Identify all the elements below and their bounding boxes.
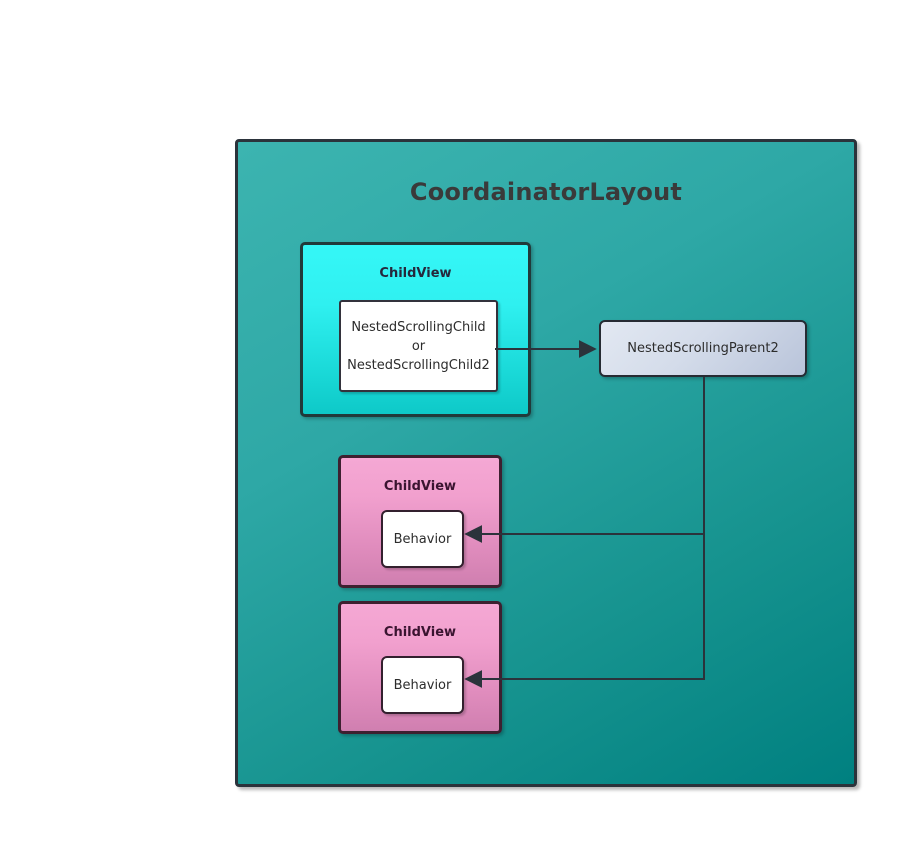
- childview-behavior-1-label: ChildView: [383, 479, 457, 494]
- behavior-2-label: Behavior: [393, 677, 452, 693]
- nested-scrolling-parent2-label: NestedScrollingParent2: [627, 341, 779, 356]
- nested-scrolling-child-lines: NestedScrollingChild or NestedScrollingC…: [347, 318, 490, 375]
- behavior-1-label: Behavior: [393, 531, 452, 547]
- nested-scrolling-child-line-2: or: [411, 338, 426, 354]
- childview-behavior-2-node: ChildView Behavior: [338, 601, 502, 734]
- childview-behavior-1-node: ChildView Behavior: [338, 455, 502, 588]
- behavior-1-node: Behavior: [381, 510, 464, 568]
- childview-scrolling-node: ChildView NestedScrollingChild or Nested…: [300, 242, 531, 417]
- nested-scrolling-child-node: NestedScrollingChild or NestedScrollingC…: [339, 300, 498, 392]
- nested-scrolling-child-line-3: NestedScrollingChild2: [347, 357, 490, 373]
- behavior-2-node: Behavior: [381, 656, 464, 714]
- nested-scrolling-child-line-1: NestedScrollingChild: [351, 319, 486, 335]
- nested-scrolling-parent2-node: NestedScrollingParent2: [599, 320, 807, 377]
- coordinator-layout-container: CoordainatorLayout ChildView NestedScrol…: [235, 139, 857, 787]
- childview-scrolling-label: ChildView: [379, 266, 452, 281]
- page-title: CoordainatorLayout: [409, 178, 683, 206]
- childview-behavior-2-label: ChildView: [383, 625, 457, 640]
- connector-overlay: [464, 340, 705, 688]
